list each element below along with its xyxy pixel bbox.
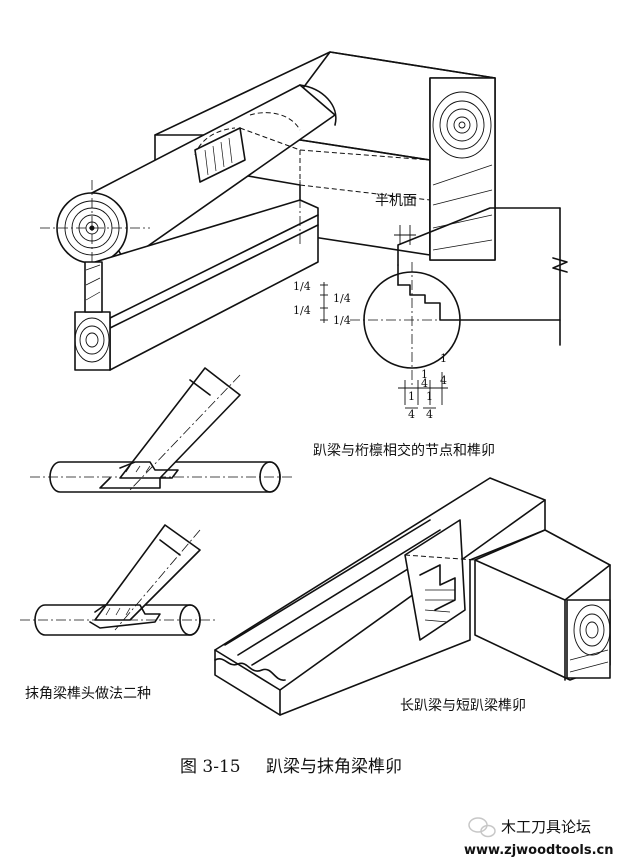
- beam-end-rings: [432, 91, 492, 159]
- long-beam-mortise: [404, 519, 466, 641]
- wechat-icon: [468, 817, 496, 838]
- dim-bottom-low-2: 4: [408, 408, 415, 421]
- section-beam-top: [397, 207, 561, 266]
- corner-beam-caption: 抹角梁榫头做法二种: [25, 686, 151, 702]
- long-short-caption: 长趴梁与短趴梁榫卯: [400, 698, 526, 714]
- corner-beam-method-2: [20, 524, 215, 636]
- purlin-joint-caption: 趴梁与桁檩相交的节点和榫卯: [313, 442, 495, 459]
- dim-bottom-top-1: 1: [421, 368, 428, 381]
- watermark-forum-name: 木工刀具论坛: [501, 818, 591, 836]
- figure-caption: 图 3-15 趴梁与抹角梁榫卯: [180, 757, 402, 777]
- figure-title: 趴梁与抹角梁榫卯: [266, 757, 402, 777]
- corner-beam-method-1: [30, 367, 295, 493]
- dim-quarter-right-2: 1/4: [333, 314, 351, 327]
- dim-bottom-top-3: 1: [440, 352, 447, 365]
- watermark-url: www.zjwoodtools.cn: [464, 843, 614, 858]
- corner-beam-2-diagonal: [94, 524, 201, 621]
- dim-bottom-low-3: 1: [426, 390, 433, 403]
- watermark: 木工刀具论坛 www.zjwoodtools.cn: [464, 817, 614, 858]
- top-isometric-drawing: [40, 51, 496, 371]
- dim-quarter-left-2: 1/4: [293, 304, 311, 317]
- half-machined-face-label: 半机面: [375, 193, 417, 209]
- dim-bottom-low-1: 1: [408, 390, 415, 403]
- section-detail: 半机面 1/4 1/4 1/4 1/4 1 4 1 4 1 4 1 4: [293, 193, 568, 421]
- long-short-beam-drawing: [214, 477, 611, 716]
- dim-bottom-top-2: 4: [421, 377, 428, 390]
- dim-bottom-top-4: 4: [440, 374, 447, 387]
- dim-quarter-left-1: 1/4: [293, 280, 311, 293]
- dim-quarter-right-1: 1/4: [333, 292, 351, 305]
- figure-number: 图 3-15: [180, 757, 241, 777]
- short-beam-end-grain: [566, 599, 611, 679]
- dim-bottom-low-4: 4: [426, 408, 433, 421]
